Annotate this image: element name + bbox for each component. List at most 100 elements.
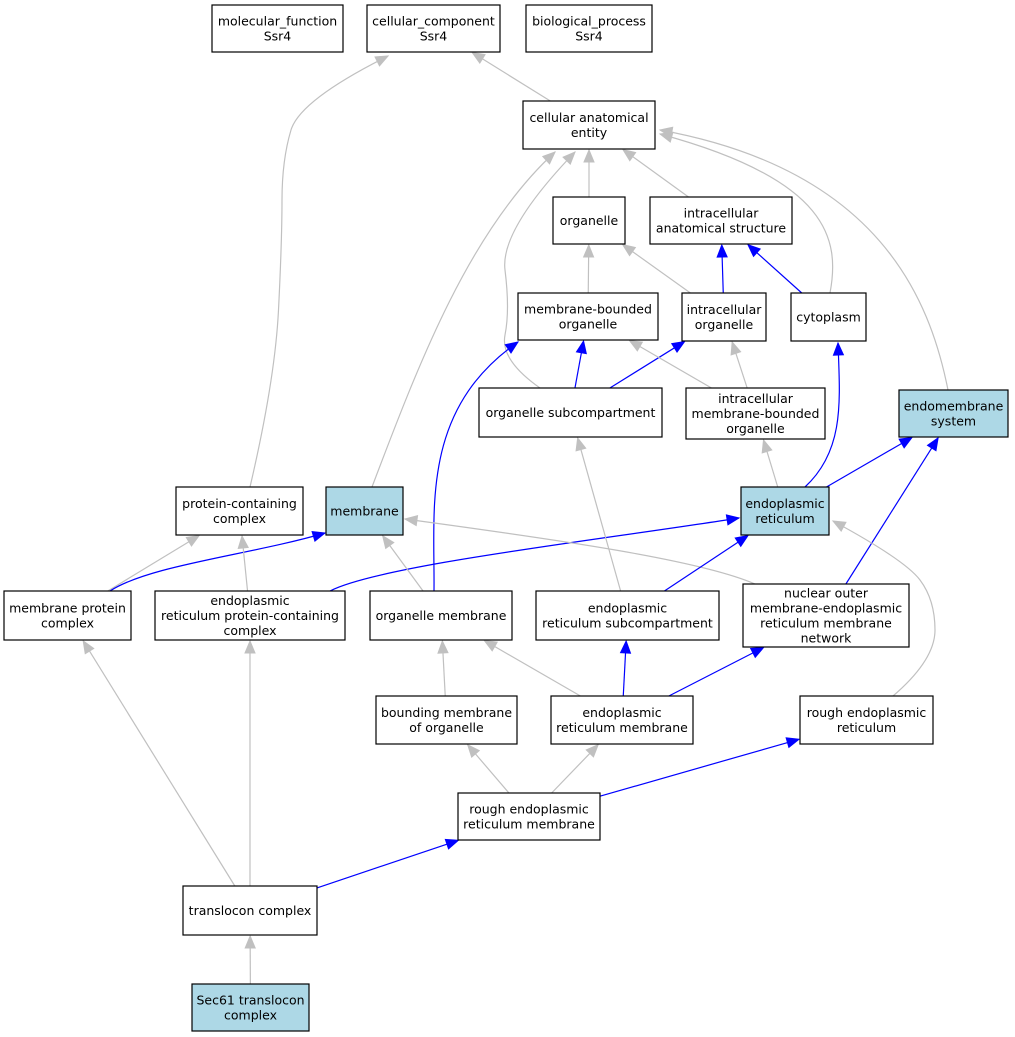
edge-arrowhead bbox=[730, 340, 742, 356]
term-node-osub: organelle subcompartment bbox=[478, 387, 663, 438]
edge-line bbox=[109, 532, 326, 592]
edge-line bbox=[242, 545, 249, 592]
edge-arrowhead bbox=[670, 340, 686, 354]
term-label-line: molecular_function bbox=[218, 14, 337, 29]
term-box bbox=[898, 389, 1009, 438]
term-label-line: intracellular bbox=[718, 391, 794, 406]
edge-arrowhead bbox=[585, 743, 600, 758]
edge-layer bbox=[82, 51, 949, 985]
term-label-line: protein-containing bbox=[182, 496, 297, 511]
edge-org-to-cae bbox=[583, 148, 595, 197]
term-label-line: anatomical structure bbox=[656, 221, 786, 236]
term-label-line: organelle membrane bbox=[376, 608, 507, 623]
edge-cyto-to-ias bbox=[746, 243, 803, 294]
edge-er-to-imbo bbox=[761, 438, 779, 488]
term-box bbox=[522, 100, 656, 150]
edge-line bbox=[765, 449, 779, 488]
edge-arrowhead bbox=[898, 436, 914, 449]
term-box bbox=[375, 695, 518, 745]
term-box bbox=[525, 4, 653, 53]
edge-arrowhead bbox=[82, 639, 95, 655]
term-label-line: complex bbox=[224, 1008, 277, 1023]
edge-line bbox=[404, 518, 756, 585]
term-label-line: organelle bbox=[695, 317, 754, 332]
edge-omem-to-mbo bbox=[433, 341, 520, 592]
edge-mpc-to-pcc bbox=[107, 534, 201, 592]
term-label-line: nuclear outer bbox=[784, 586, 869, 601]
edge-arrowhead bbox=[504, 341, 520, 354]
term-label-line: entity bbox=[571, 125, 608, 140]
edge-line bbox=[622, 650, 627, 697]
term-box bbox=[681, 292, 767, 342]
edge-mbo-to-org bbox=[582, 243, 595, 294]
term-node-nomer: nuclear outermembrane-endoplasmicreticul… bbox=[742, 583, 910, 648]
edge-rerm-to-erm bbox=[551, 743, 600, 794]
term-label-line: organelle bbox=[726, 421, 785, 436]
term-box bbox=[649, 196, 793, 245]
term-box bbox=[154, 590, 346, 641]
edge-erpcc-to-er bbox=[329, 514, 741, 592]
edge-arrowhead bbox=[746, 243, 762, 258]
edge-line bbox=[388, 543, 424, 592]
edge-erm-to-ersub bbox=[619, 639, 632, 697]
term-label-line: reticulum membrane bbox=[760, 616, 892, 631]
term-label-line: cellular anatomical bbox=[529, 110, 648, 125]
edge-arrowhead bbox=[244, 639, 256, 654]
term-box bbox=[685, 387, 826, 440]
term-label-line: cytoplasm bbox=[796, 310, 861, 325]
edge-line bbox=[721, 254, 724, 294]
edge-line bbox=[630, 154, 689, 198]
term-label-line: reticulum bbox=[837, 720, 896, 735]
edge-arrowhead bbox=[575, 436, 587, 452]
edge-line bbox=[845, 445, 934, 585]
edge-arrowhead bbox=[628, 339, 644, 352]
term-label-line: reticulum protein-containing bbox=[161, 608, 339, 623]
term-label-line: endoplasmic bbox=[582, 705, 661, 720]
term-label-line: intracellular bbox=[684, 206, 760, 221]
edge-line bbox=[442, 650, 446, 697]
term-label-line: membrane protein bbox=[9, 601, 126, 616]
edge-line bbox=[826, 441, 904, 488]
edge-line bbox=[433, 341, 519, 592]
edge-arrowhead bbox=[541, 151, 556, 165]
edge-cae-to-cc bbox=[471, 51, 551, 102]
edge-arrowhead bbox=[244, 934, 256, 949]
edge-line bbox=[659, 133, 834, 294]
edge-line bbox=[754, 250, 803, 294]
edge-arrowhead bbox=[562, 151, 576, 165]
term-label-line: reticulum bbox=[755, 511, 814, 526]
term-label-line: complex bbox=[224, 623, 277, 638]
term-label-line: endomembrane bbox=[904, 399, 1004, 414]
edge-imbo-to-mbo bbox=[628, 339, 712, 389]
edge-nomer-to-ems bbox=[845, 436, 939, 585]
term-box bbox=[478, 387, 663, 438]
edge-ersub-to-osub bbox=[575, 436, 622, 592]
edge-line bbox=[480, 57, 551, 102]
term-label-line: bounding membrane bbox=[381, 705, 512, 720]
term-label-line: complex bbox=[41, 616, 94, 631]
edge-line bbox=[630, 249, 691, 294]
edge-io-to-org bbox=[621, 243, 691, 294]
term-label-line: complex bbox=[213, 511, 266, 526]
edge-arrowhead bbox=[374, 55, 390, 67]
edge-line bbox=[473, 751, 510, 794]
term-label-line: rough endoplasmic bbox=[807, 705, 927, 720]
edge-arrowhead bbox=[483, 639, 499, 652]
edge-tc-to-rerm bbox=[316, 838, 460, 889]
term-label-line: Ssr4 bbox=[575, 29, 603, 44]
edge-bmo-to-omem bbox=[437, 639, 449, 697]
edge-line bbox=[107, 540, 191, 592]
edge-er-to-cyto bbox=[804, 341, 845, 488]
edge-line bbox=[664, 540, 740, 592]
term-label-line: translocon complex bbox=[189, 903, 312, 918]
